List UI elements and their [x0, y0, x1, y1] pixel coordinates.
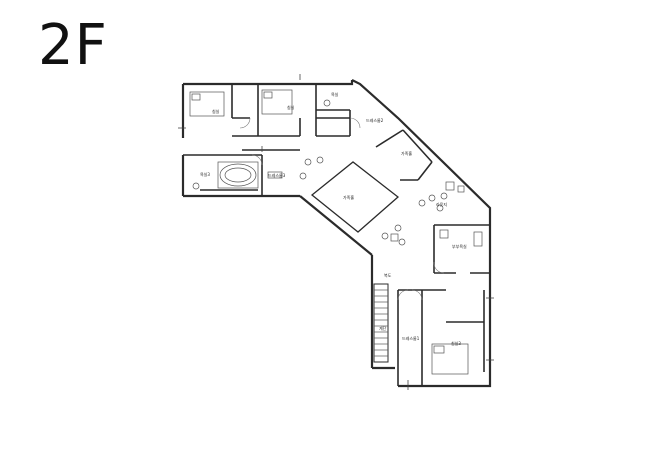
room-label-bedroom-2: 침실: [287, 104, 295, 110]
room-labels: 침실 침실 욕실 드레스룸2 욕실3 드레스룸3 가족홀 가족홀 라운지 부부욕…: [200, 91, 467, 346]
room-label-corridor: 복도: [384, 272, 392, 278]
furniture: [189, 89, 483, 375]
floor-title: 2F: [38, 13, 108, 78]
staircase: [373, 283, 389, 363]
room-label-bedroom-1: 침실: [212, 108, 220, 114]
room-label-dressroom-1: 드레스룸1: [402, 335, 420, 341]
room-label-master-bedroom: 침실3: [451, 340, 461, 346]
interior-walls: [183, 84, 490, 386]
room-label-stair: 계단: [379, 325, 387, 331]
room-label-courtyard: 가족홀: [343, 194, 354, 200]
room-label-bath-3: 욕실3: [200, 171, 210, 177]
grid-ticks: [178, 74, 494, 390]
room-label-dressroom-2: 드레스룸2: [366, 117, 384, 123]
room-label-bathroom-1: 욕실: [331, 91, 339, 97]
room-label-hall-upper: 가족홀: [401, 150, 412, 156]
outer-walls: [181, 79, 492, 388]
courtyard-outline: [310, 161, 400, 233]
room-label-master-bath: 부부욕실: [452, 243, 467, 249]
room-label-dressroom-3: 드레스룸3: [268, 172, 286, 178]
room-label-lounge: 라운지: [436, 201, 447, 207]
door-swings: [239, 117, 445, 301]
